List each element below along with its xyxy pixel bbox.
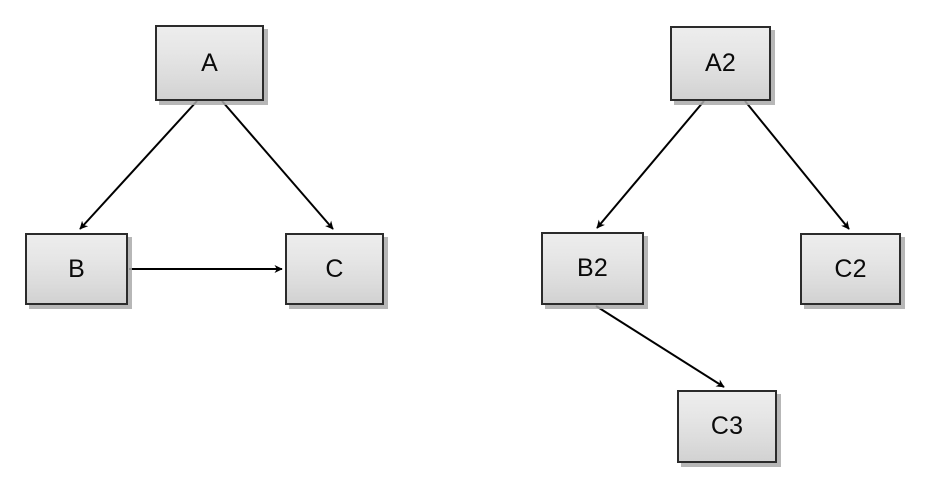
edge-a2-to-c2 [744, 100, 850, 230]
node-label: A2 [705, 49, 736, 77]
edge-a-to-c [221, 100, 334, 230]
node-b2[interactable]: B2 [541, 232, 644, 305]
edge-b2-to-c3 [595, 305, 725, 388]
node-a[interactable]: A [155, 25, 264, 101]
node-c[interactable]: C [285, 233, 384, 305]
node-b[interactable]: B [25, 233, 128, 305]
edge-a-to-b [79, 100, 198, 230]
node-label: C3 [710, 412, 744, 440]
node-label: C2 [834, 254, 867, 283]
node-a2[interactable]: A2 [670, 26, 771, 101]
edge-a2-to-b2 [596, 100, 705, 229]
node-label: A [201, 48, 218, 77]
node-label: C [325, 254, 344, 283]
node-c2[interactable]: C2 [800, 233, 901, 305]
node-label: B2 [577, 254, 608, 282]
node-label: B [68, 254, 85, 283]
node-c3[interactable]: C3 [677, 390, 777, 463]
